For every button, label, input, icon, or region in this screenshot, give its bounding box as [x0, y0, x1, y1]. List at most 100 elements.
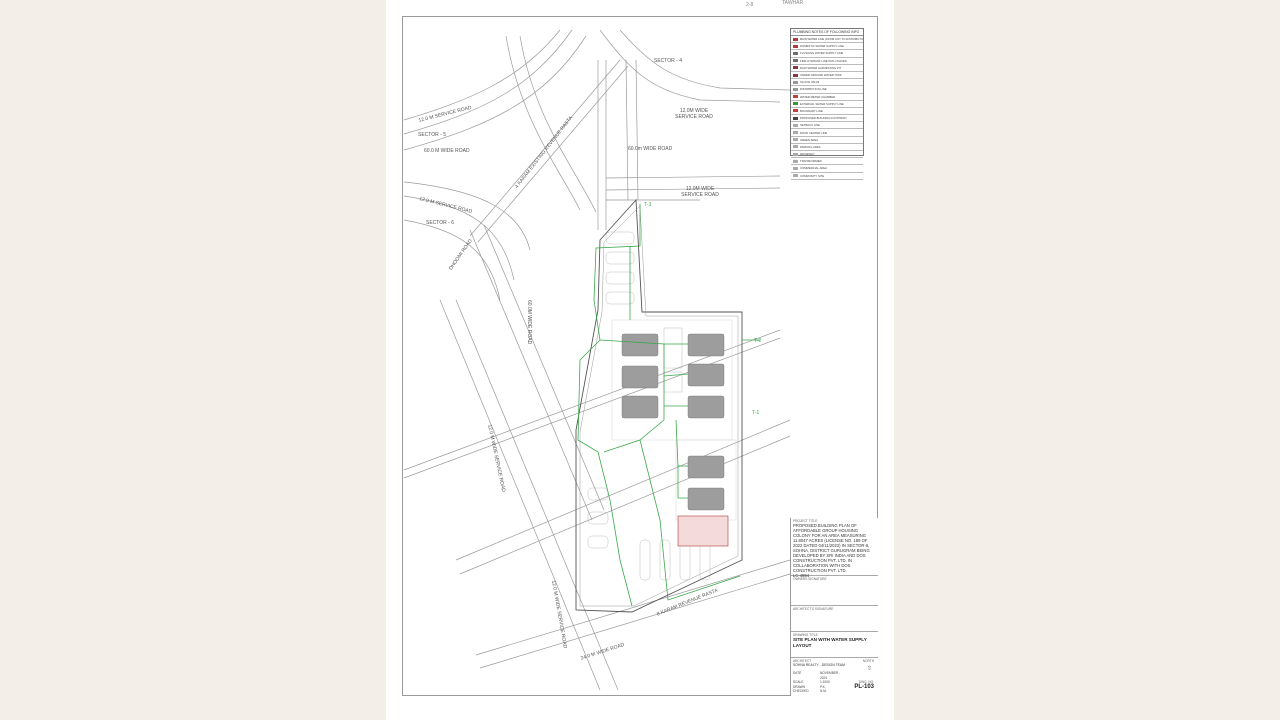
- legend-text: PARKING AREA: [800, 144, 821, 149]
- legend-text: COMMERCIAL AREA: [800, 166, 828, 171]
- drawing-title-section: DRAWING TITLE SITE PLAN WITH WATER SUPPL…: [791, 632, 878, 658]
- drawn-label: DRAWN: [793, 684, 805, 689]
- legend-swatch: [793, 131, 798, 135]
- legend-swatch: [793, 145, 798, 149]
- legend-row: MAIN WATER LINE (FROM UGT TO DISTRIBUTIO…: [791, 36, 863, 44]
- top-mark-right: TAWHAR: [782, 0, 804, 6]
- legend-text: COMMUNITY SITE: [800, 173, 825, 178]
- label-tank-3: T-3: [644, 202, 652, 208]
- label-service-road-mid: 12.0M WIDE SERVICE ROAD: [681, 186, 719, 198]
- architect-name-label: ARCHITECT: [793, 659, 812, 663]
- legend-text: FLUSHING WATER SUPPLY LINE: [800, 51, 844, 56]
- legend-swatch: [793, 66, 798, 70]
- legend-swatch: [793, 59, 798, 63]
- project-title-label: PROJECT TITLE: [793, 519, 818, 523]
- legend-text: MAIN WATER LINE (FROM UGT TO DISTRIBUTIO…: [799, 37, 863, 42]
- drawing-border: [402, 16, 878, 696]
- legend-swatch: [793, 138, 798, 142]
- legend-swatch: [793, 87, 798, 91]
- architect-signature-label: ARCHITECT'S SIGNATURE: [793, 607, 834, 611]
- legend-row: UNDER GROUND WATER TANK: [791, 72, 863, 80]
- label-wide-road-60-west: 60.0 M WIDE ROAD: [424, 148, 470, 154]
- legend-text: ROAD CENTER LINE: [800, 130, 828, 135]
- project-code: LC-4894: [793, 573, 810, 578]
- tower-blocks: [621, 333, 725, 511]
- drawing-title: SITE PLAN WITH WATER SUPPLY LAYOUT: [793, 637, 867, 648]
- legend-text: DRIVEWAY: [800, 152, 815, 157]
- road-network: [403, 29, 791, 691]
- north-arrow-icon: ⇧: [866, 666, 872, 672]
- legend-row: DRIVEWAY: [791, 151, 863, 159]
- legend-text: TRANSFORMER: [800, 159, 822, 164]
- legend-row: ROAD CENTER LINE: [791, 129, 863, 137]
- legend-row: SLUICE VALVE: [791, 79, 863, 87]
- drawn-value: P.K.: [820, 684, 826, 689]
- drawing-info-section: ARCHITECT SOHNA REALTY - DESIGN TEAM NOR…: [791, 658, 878, 696]
- legend-swatch: [793, 152, 798, 156]
- legend-text: UNDER GROUND WATER TANK: [800, 73, 842, 78]
- legend-swatch: [793, 174, 798, 178]
- legend-text: SLUICE VALVE: [800, 80, 820, 85]
- water-supply-lines: [577, 204, 760, 607]
- legend-swatch: [793, 116, 798, 120]
- scale-label: SCALE: [793, 680, 804, 685]
- label-service-road-top: 12.0M WIDE SERVICE ROAD: [675, 108, 713, 120]
- commercial-site-block: [677, 515, 729, 547]
- legend-text: RAIN WATER HARVESTING PIT: [800, 65, 842, 70]
- legend-row: PROPOSED BUILDING FOOTPRINT: [791, 115, 863, 123]
- legend-text: DISTRIBUTION LINE: [800, 87, 827, 92]
- legend-table: PLUMBING NOTES OF FOLLOWING INFO MAIN WA…: [790, 28, 864, 180]
- legend-row: COMMUNITY SITE: [791, 173, 863, 180]
- project-title-section: PROJECT TITLE PROPOSED BUILDING PLAN OF …: [791, 518, 878, 578]
- legend-row: GREEN AREA: [791, 137, 863, 144]
- legend-row: SETBACK LINE: [791, 122, 863, 130]
- north-label: NORTH: [862, 659, 874, 663]
- legend-swatch: [793, 51, 798, 55]
- scale-value: 1:1000: [820, 680, 830, 685]
- date-value: NOVEMBER - 2024: [820, 671, 841, 680]
- top-mark-left: 2-8: [746, 2, 754, 8]
- drawing-title-label: DRAWING TITLE: [793, 633, 818, 637]
- owner-signature-label: OWNERS SIGNATURE: [793, 577, 827, 581]
- legend-row: FLUSHING WATER SUPPLY LINE: [791, 50, 863, 58]
- label-sector-4: SECTOR - 4: [654, 58, 682, 64]
- legend-row: DISTRIBUTION LINE: [791, 86, 863, 94]
- label-sector-5: SECTOR - 5: [418, 132, 446, 138]
- legend-text: WATER METER CHAMBER: [800, 94, 836, 99]
- date-label: DATE: [793, 671, 802, 675]
- site-boundary: [575, 198, 743, 613]
- project-title: PROPOSED BUILDING PLAN OF AFFORDABLE GRO…: [793, 523, 870, 573]
- legend-swatch: [793, 73, 798, 77]
- checked-value: N.M.: [820, 689, 827, 694]
- legend-row: EXTERNAL WATER SUPPLY LINE: [791, 101, 863, 108]
- legend-row: COMMERCIAL AREA: [791, 165, 863, 173]
- legend-swatch: [793, 123, 798, 127]
- legend-swatch: [793, 95, 798, 99]
- legend-row: TRANSFORMER: [791, 158, 863, 166]
- checked-label: CHECKED: [793, 689, 809, 694]
- legend-text: EXTERNAL WATER SUPPLY LINE: [800, 101, 844, 106]
- legend-row: WATER METER CHAMBER: [791, 94, 863, 101]
- legend-row: BOUNDARY LINE: [791, 108, 863, 116]
- legend-row: DOMESTIC WATER SUPPLY LINE: [791, 43, 863, 51]
- legend-swatch: [793, 166, 798, 170]
- drawing-info-grid: DATE NOVEMBER - 2024 SCALE 1:1000 DRAWN …: [793, 671, 847, 694]
- label-tank-2: T-2: [754, 338, 762, 344]
- legend-text: SETBACK LINE: [800, 123, 821, 128]
- legend-row: PARKING AREA: [791, 144, 863, 151]
- legend-rows: MAIN WATER LINE (FROM UGT TO DISTRIBUTIO…: [791, 36, 863, 180]
- legend-title: PLUMBING NOTES OF FOLLOWING INFO: [791, 29, 863, 36]
- owner-signature-section: OWNERS SIGNATURE: [791, 576, 878, 606]
- architect-signature-section: ARCHITECT'S SIGNATURE: [791, 606, 878, 632]
- legend-swatch: [793, 102, 798, 106]
- legend-swatch: [793, 80, 798, 84]
- legend-swatch: [793, 159, 798, 163]
- legend-row: RAIN WATER HARVESTING PIT: [791, 65, 863, 72]
- drawing-number: PL-103: [854, 684, 874, 690]
- legend-text: FIRE HYDRANT LINE WITH VALVES: [800, 58, 847, 63]
- label-tank-1: T-1: [752, 410, 760, 416]
- legend-text: PROPOSED BUILDING FOOTPRINT: [800, 116, 847, 121]
- title-block: PROJECT TITLE PROPOSED BUILDING PLAN OF …: [790, 518, 878, 696]
- label-wide-road-vertical: 60.0M WIDE ROAD: [526, 300, 532, 345]
